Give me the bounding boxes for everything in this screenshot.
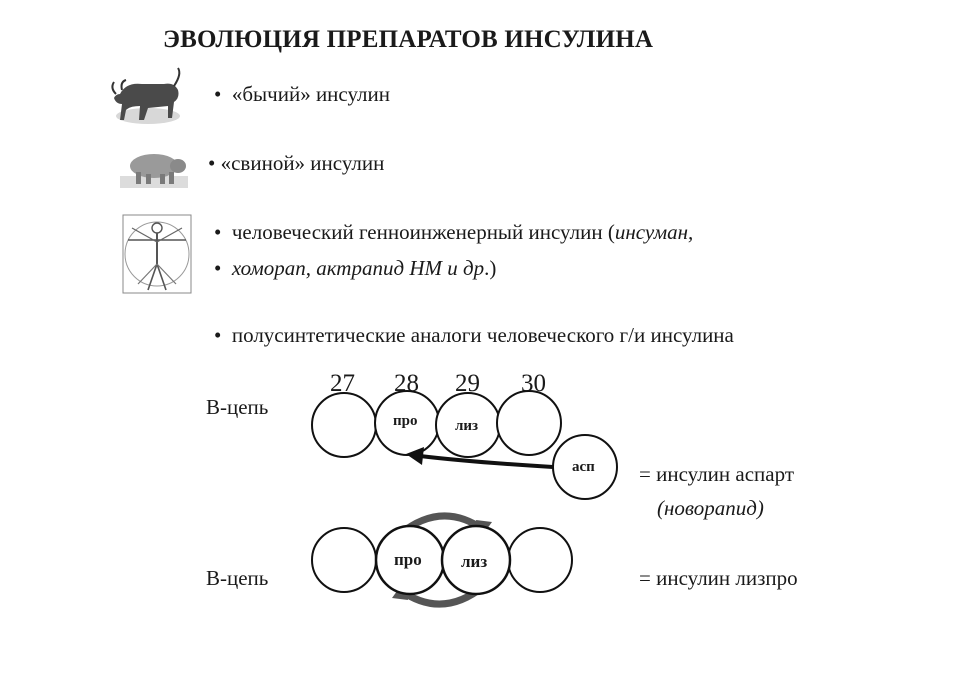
residue-circle-b30 [507,527,573,593]
list-item-human-2: • хоморап, актрапид НМ и др.) [214,256,496,281]
bullet-symbol: • [214,220,222,244]
b-chain-label-top: В-цепь [206,395,269,419]
list-item-porcine: • «свиной» инсулин [208,151,384,176]
bull-icon [111,67,181,124]
bullet-symbol: • [208,151,216,175]
aspart-brand-note: (новорапид) [657,496,764,520]
aspart-result: = инсулин аспарт [639,462,794,486]
residue-circle-b29 [440,524,512,596]
bullet-symbol: • [214,82,222,106]
residue-label-asp: асп [572,459,595,475]
residue-circle-30 [496,390,562,456]
bullet-symbol: • [214,256,222,280]
replacement-arrowhead [406,447,424,465]
human-insulin-brands-close: .) [484,256,497,280]
lispro-result: = инсулин лизпро [639,566,798,590]
human-insulin-brands-2: хоморап, актрапид НМ и др [231,256,485,280]
bovine-insulin-text: «бычий» инсулин [231,82,390,106]
replacement-arrow [419,454,554,469]
human-insulin-text: человеческий генноинженерный инсулин ( [231,220,615,244]
pig-icon [120,154,188,188]
human-insulin-brands-1: инсуман, [614,220,694,244]
residue-label-pro-bottom: про [394,550,422,569]
list-item-bovine: • «бычий» инсулин [214,82,390,107]
bullet-symbol: • [214,323,222,347]
vitruvian-man-icon [122,214,192,294]
analogs-text: полусинтетические аналоги человеческого … [231,323,734,347]
residue-circle-b27 [311,527,377,593]
residue-label-lys-bottom: лиз [461,552,488,571]
page-title: ЭВОЛЮЦИЯ ПРЕПАРАТОВ ИНСУЛИНА [163,26,654,53]
residue-circle-27 [311,392,377,458]
list-item-analogs: • полусинтетические аналоги человеческог… [214,323,734,348]
residue-label-lys-top: лиз [455,418,479,434]
residue-label-pro-top: про [393,413,418,429]
porcine-insulin-text: «свиной» инсулин [220,151,385,175]
b-chain-label-bottom: В-цепь [206,566,269,590]
list-item-human-1: • человеческий генноинженерный инсулин (… [214,220,693,245]
